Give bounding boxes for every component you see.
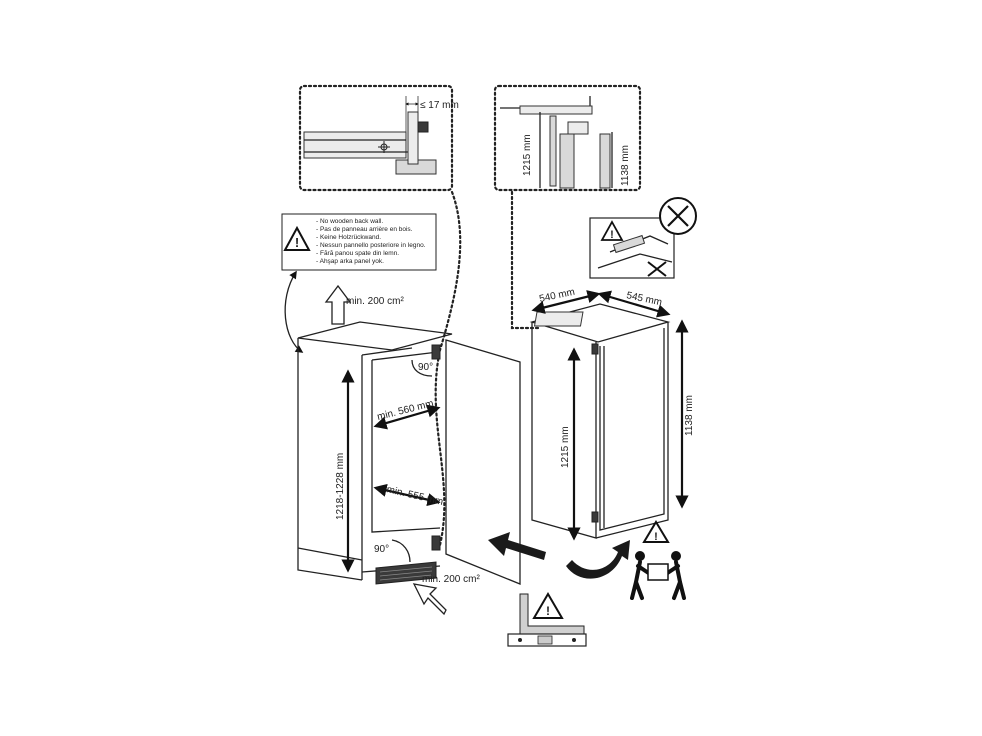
- warning-line-6: - Ahşap arka panel yok.: [316, 258, 384, 265]
- appliance-height-label: 1215 mm: [560, 426, 571, 468]
- appliance-body-height-label: 1138 mm: [684, 395, 695, 436]
- warning-line-2: - Pas de panneau arrière en bois.: [316, 226, 413, 233]
- vent-grille: [375, 561, 437, 585]
- svg-text:!: !: [654, 531, 658, 543]
- airflow-arrow-icon: [324, 284, 352, 325]
- svg-text:!: !: [546, 604, 550, 618]
- airflow-arrow-bottom-icon: [412, 583, 447, 616]
- gap-label: ≤ 17 mm: [420, 100, 459, 111]
- cabinet-niche: [297, 321, 453, 585]
- niche-width-bottom-label: min. 555 mm: [385, 484, 444, 508]
- rotate-arrow-icon: [566, 540, 630, 579]
- svg-text:!: !: [295, 235, 299, 250]
- appliance: [529, 303, 671, 539]
- warning-line-3: - Keine Holzrückwand.: [316, 234, 381, 241]
- height-right-label: 1138 mm: [620, 145, 631, 186]
- warning-triangle-icon: !: [283, 225, 311, 251]
- insert-arrow-icon: [488, 532, 546, 560]
- no-tilt-detail: !: [589, 197, 697, 279]
- vent-bottom-label: min. 200 cm²: [422, 574, 480, 585]
- appliance-width-label: 540 mm: [538, 287, 576, 305]
- warning-triangle-small-icon: !: [600, 220, 624, 241]
- warning-line-5: - Fără panou spate din lemn.: [316, 250, 399, 257]
- svg-text:!: !: [610, 229, 614, 241]
- no-symbol-icon: [659, 197, 697, 235]
- warning-box: ! - No wooden back wall. - Pas de pannea…: [281, 213, 437, 271]
- cabinet-door: [445, 339, 521, 585]
- screw-icon: [378, 141, 390, 153]
- warning-line-4: - Nessun pannello posteriore in legno.: [316, 242, 426, 249]
- angle-top-label: 90°: [418, 362, 433, 373]
- appliance-depth-label: 545 mm: [625, 290, 663, 308]
- angle-bottom-label: 90°: [374, 544, 389, 555]
- niche-height-label: 1218-1228 mm: [335, 453, 346, 520]
- height-detail: 1215 mm 1138 mm: [493, 84, 642, 192]
- niche-width-top-label: min. 560 mm: [376, 398, 435, 423]
- hinge-gap-detail: ≤ 17 mm: [298, 84, 459, 192]
- vent-top-label: min. 200 cm²: [346, 296, 404, 307]
- two-person-lift-icon: !: [630, 520, 686, 600]
- spirit-level-icon: !: [507, 592, 587, 647]
- warning-line-1: - No wooden back wall.: [316, 218, 383, 225]
- height-left-label: 1215 mm: [522, 134, 533, 176]
